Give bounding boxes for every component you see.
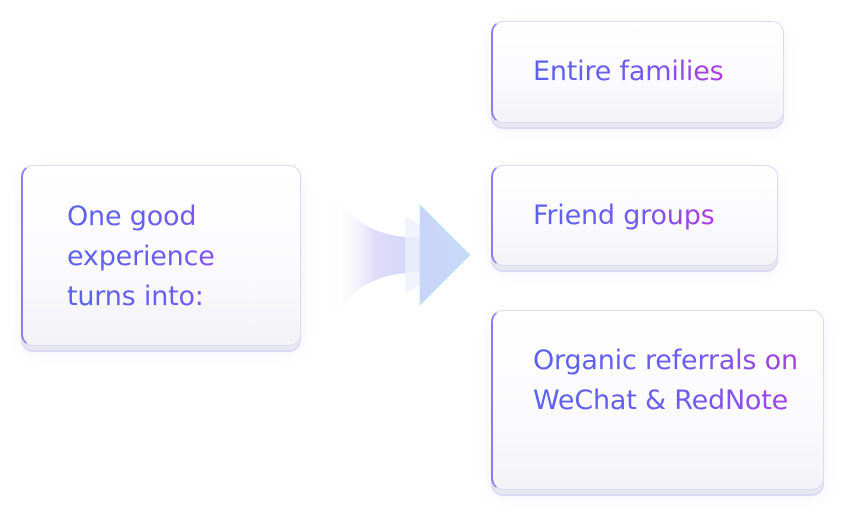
target-label: Friend groups	[533, 196, 715, 236]
target-card-referrals: Organic referrals on WeChat & RedNote	[491, 310, 824, 490]
target-card-friends: Friend groups	[491, 165, 778, 266]
arrow-tail	[330, 185, 420, 325]
arrow-head	[419, 203, 471, 307]
target-label: Organic referrals on WeChat & RedNote	[533, 341, 813, 421]
arrow-right-icon	[330, 185, 471, 325]
source-card: One good experience turns into:	[21, 165, 301, 346]
arrow-ghost	[405, 217, 420, 293]
target-card-families: Entire families	[491, 21, 784, 123]
target-label: Entire families	[533, 52, 724, 92]
source-label: One good experience turns into:	[67, 197, 267, 317]
